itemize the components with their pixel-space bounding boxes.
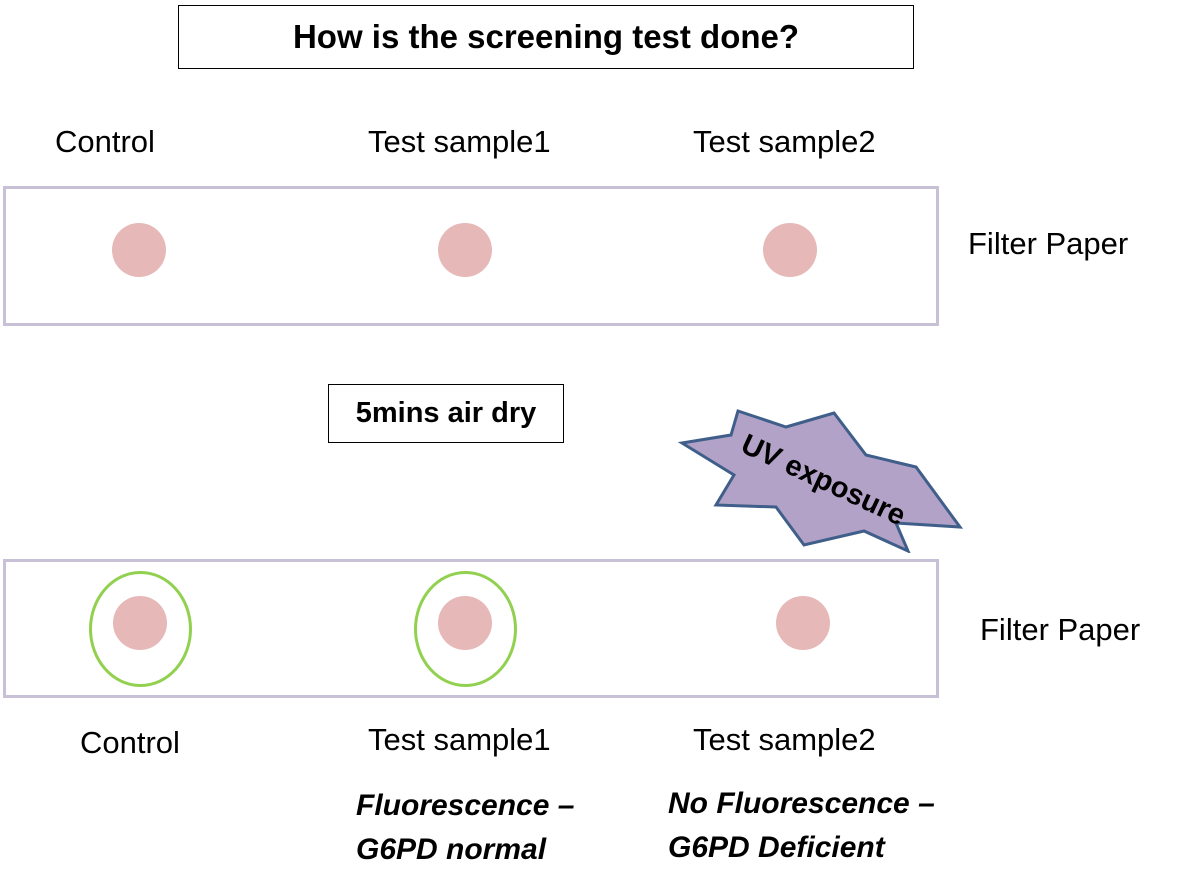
top-label-sample2: Test sample2 [693,124,876,159]
bottom-filter-paper [3,559,939,698]
top-label-control: Control [55,124,155,159]
uv-burst-shape [677,409,964,553]
result-sample1: Fluorescence – G6PD normal [356,784,574,872]
result-sample2-line1: No Fluorescence – [668,787,935,820]
top-filter-paper [3,186,939,326]
uv-exposure-burst: UV exposure [677,409,964,553]
top-spot-sample1 [438,223,492,277]
bottom-spot-control [113,596,167,650]
bottom-spot-sample2 [776,596,830,650]
fluorescence-ring-control [89,571,192,687]
bottom-label-sample2: Test sample2 [693,722,876,757]
diagram-title: How is the screening test done? [178,5,914,69]
result-sample2: No Fluorescence – G6PD Deficient [668,782,935,870]
bottom-label-sample1: Test sample1 [368,722,551,757]
top-label-sample1: Test sample1 [368,124,551,159]
result-sample1-line2: G6PD normal [356,833,547,866]
top-spot-sample2 [763,223,817,277]
bottom-label-control: Control [80,725,180,760]
fluorescence-ring-sample1 [414,571,517,687]
bottom-spot-sample1 [438,596,492,650]
air-dry-step: 5mins air dry [328,384,564,443]
top-paper-label: Filter Paper [968,226,1129,261]
bottom-paper-label: Filter Paper [980,612,1141,647]
result-sample1-line1: Fluorescence – [356,789,575,822]
top-spot-control [112,223,166,277]
result-sample2-line2: G6PD Deficient [668,831,885,864]
